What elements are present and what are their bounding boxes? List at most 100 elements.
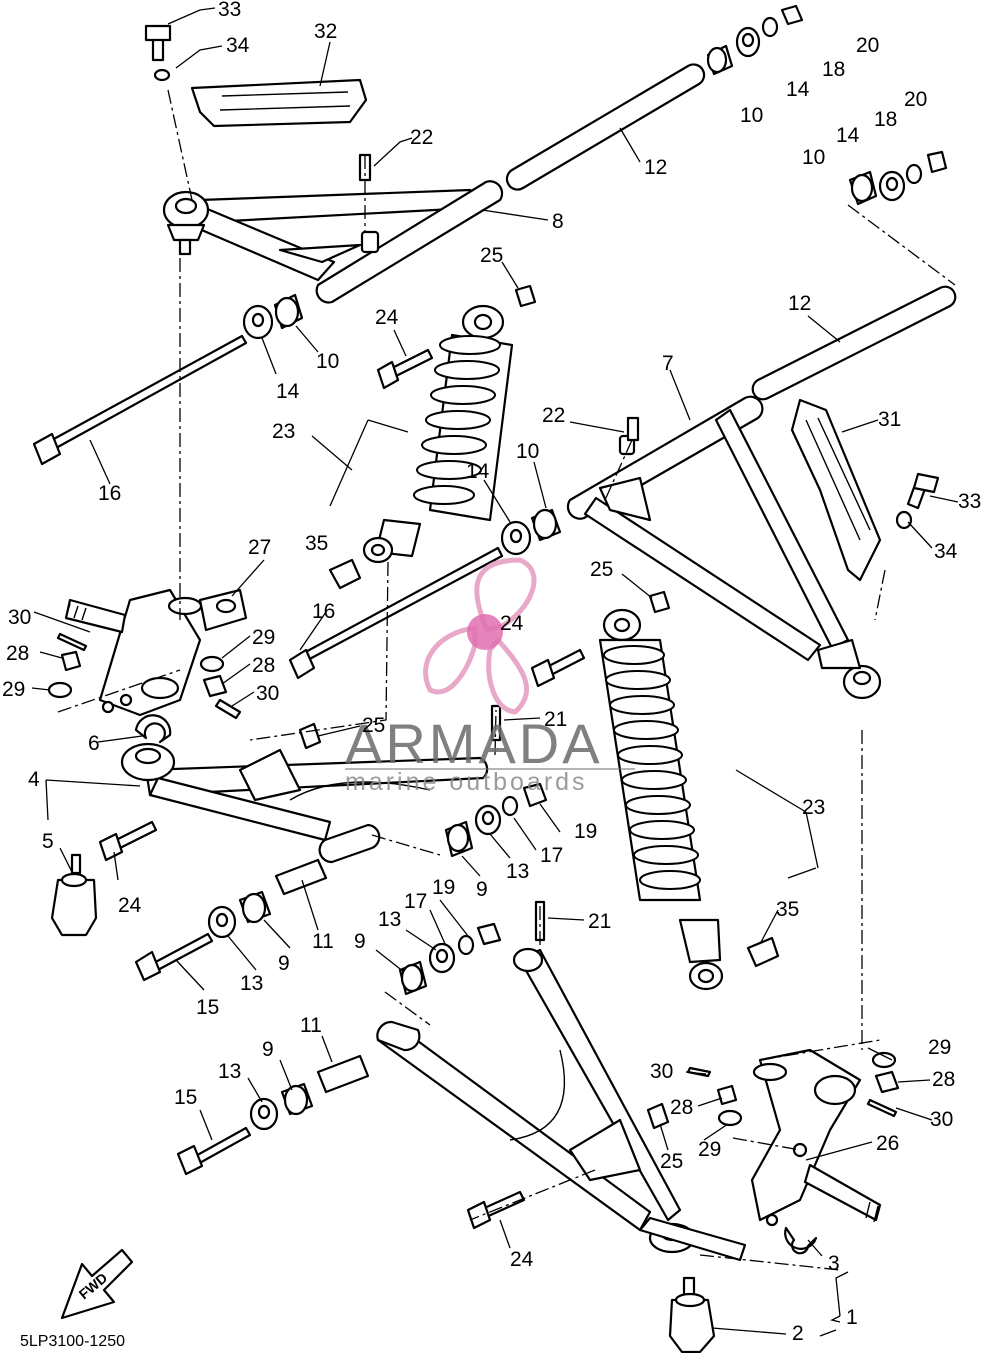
callout-13: 13: [506, 860, 529, 883]
forward-arrow-icon: FWD: [60, 1248, 134, 1320]
callout-19b: 19: [432, 876, 455, 899]
callout-30c: 30: [650, 1060, 673, 1083]
callout-25d: 25: [660, 1150, 683, 1173]
callout-23: 23: [272, 420, 295, 443]
upper-a-arm-top: [162, 180, 504, 304]
long-bolts: [32, 334, 504, 1176]
callout-14b: 14: [836, 124, 860, 147]
upper-a-arm-lower: [566, 395, 882, 700]
callout-22: 22: [410, 126, 433, 149]
callout-14c: 14: [276, 380, 300, 403]
callout-29d: 29: [698, 1138, 721, 1161]
callout-20: 20: [856, 34, 879, 57]
short-bolts: [98, 24, 940, 1230]
callout-9b: 9: [354, 930, 366, 953]
callout-15: 15: [196, 996, 219, 1019]
callout-7: 7: [662, 352, 674, 375]
callout-25: 25: [480, 244, 503, 267]
callout-13d: 13: [218, 1060, 241, 1083]
shock-absorber-left: [362, 304, 514, 564]
leader-lines: [31, 7, 959, 1337]
callout-12: 12: [644, 156, 667, 179]
callout-8: 8: [552, 210, 564, 233]
shock-protector-plates: [190, 78, 882, 582]
bushings-and-washers: [47, 4, 948, 1255]
callout-30b: 30: [256, 682, 279, 705]
callout-28d: 28: [670, 1096, 693, 1119]
shock-absorber-right: [598, 608, 724, 991]
callout-1: 1: [846, 1306, 858, 1329]
callout-29b: 29: [2, 678, 25, 701]
callout-10d: 10: [516, 440, 539, 463]
callout-31: 31: [878, 408, 901, 431]
callout-18b: 18: [874, 108, 897, 131]
callout-23b: 23: [802, 796, 825, 819]
upper-pivot-tube: [505, 63, 957, 401]
callout-28b: 28: [252, 654, 275, 677]
callout-35b: 35: [776, 898, 799, 921]
callout-17b: 17: [404, 890, 427, 913]
callout-29c: 29: [928, 1036, 951, 1059]
knuckle-right: [750, 1048, 882, 1227]
callout-28: 28: [6, 642, 29, 665]
callout-13b: 13: [378, 908, 401, 931]
callout-13c: 13: [240, 972, 263, 995]
callout-2: 2: [792, 1322, 804, 1345]
callout-34: 34: [226, 34, 250, 57]
callout-4: 4: [28, 768, 40, 791]
callout-34b: 34: [934, 540, 958, 563]
callout-29: 29: [252, 626, 275, 649]
callout-27: 27: [248, 536, 271, 559]
diagram-code: 5LP3100-1250: [20, 1333, 125, 1350]
propeller-icon: [423, 557, 537, 715]
callout-25c: 25: [362, 714, 385, 737]
callout-22b: 22: [542, 404, 565, 427]
callout-6: 6: [88, 732, 100, 755]
callout-10: 10: [740, 104, 763, 127]
callout-10c: 10: [316, 350, 339, 373]
callout-16b: 16: [312, 600, 335, 623]
callout-24c: 24: [118, 894, 142, 917]
callout-21b: 21: [588, 910, 611, 933]
callout-9: 9: [476, 878, 488, 901]
callout-11: 11: [312, 930, 334, 953]
callout-9c: 9: [278, 952, 290, 975]
callout-21: 21: [544, 708, 567, 731]
callout-5: 5: [42, 830, 54, 853]
lower-a-arm-front: [120, 742, 489, 864]
callout-26: 26: [876, 1132, 899, 1155]
lower-a-arm-rear: [376, 947, 747, 1262]
callout-28c: 28: [932, 1068, 955, 1091]
callout-24: 24: [375, 306, 399, 329]
watermark-tagline: marine outboards: [345, 768, 588, 796]
watermark-brand: ARMADA: [345, 712, 603, 775]
callout-3: 3: [828, 1252, 840, 1275]
callout-9d: 9: [262, 1038, 274, 1061]
callout-33b: 33: [958, 490, 981, 513]
callout-32: 32: [314, 20, 337, 43]
callout-11b: 11: [300, 1014, 322, 1037]
callout-12b: 12: [788, 292, 811, 315]
callout-16: 16: [98, 482, 121, 505]
callout-14d: 14: [466, 460, 490, 483]
knuckle-left: [64, 588, 248, 717]
callout-14: 14: [786, 78, 810, 101]
callout-33: 33: [218, 0, 241, 21]
callout-30: 30: [8, 606, 31, 629]
callout-15b: 15: [174, 1086, 197, 1109]
callout-19: 19: [574, 820, 597, 843]
callout-24b: 24: [500, 612, 524, 635]
callout-24d: 24: [510, 1248, 534, 1271]
watermark: ARMADA marine outboards: [345, 557, 635, 796]
callout-30d: 30: [930, 1108, 953, 1131]
callout-20b: 20: [904, 88, 927, 111]
callout-18: 18: [822, 58, 845, 81]
ball-joint-right: [668, 1276, 716, 1353]
callout-35: 35: [305, 532, 328, 555]
callout-25b: 25: [590, 558, 613, 581]
alignment-lines: [57, 89, 956, 1271]
ball-joint-left: [50, 853, 98, 937]
callout-17: 17: [540, 844, 563, 867]
